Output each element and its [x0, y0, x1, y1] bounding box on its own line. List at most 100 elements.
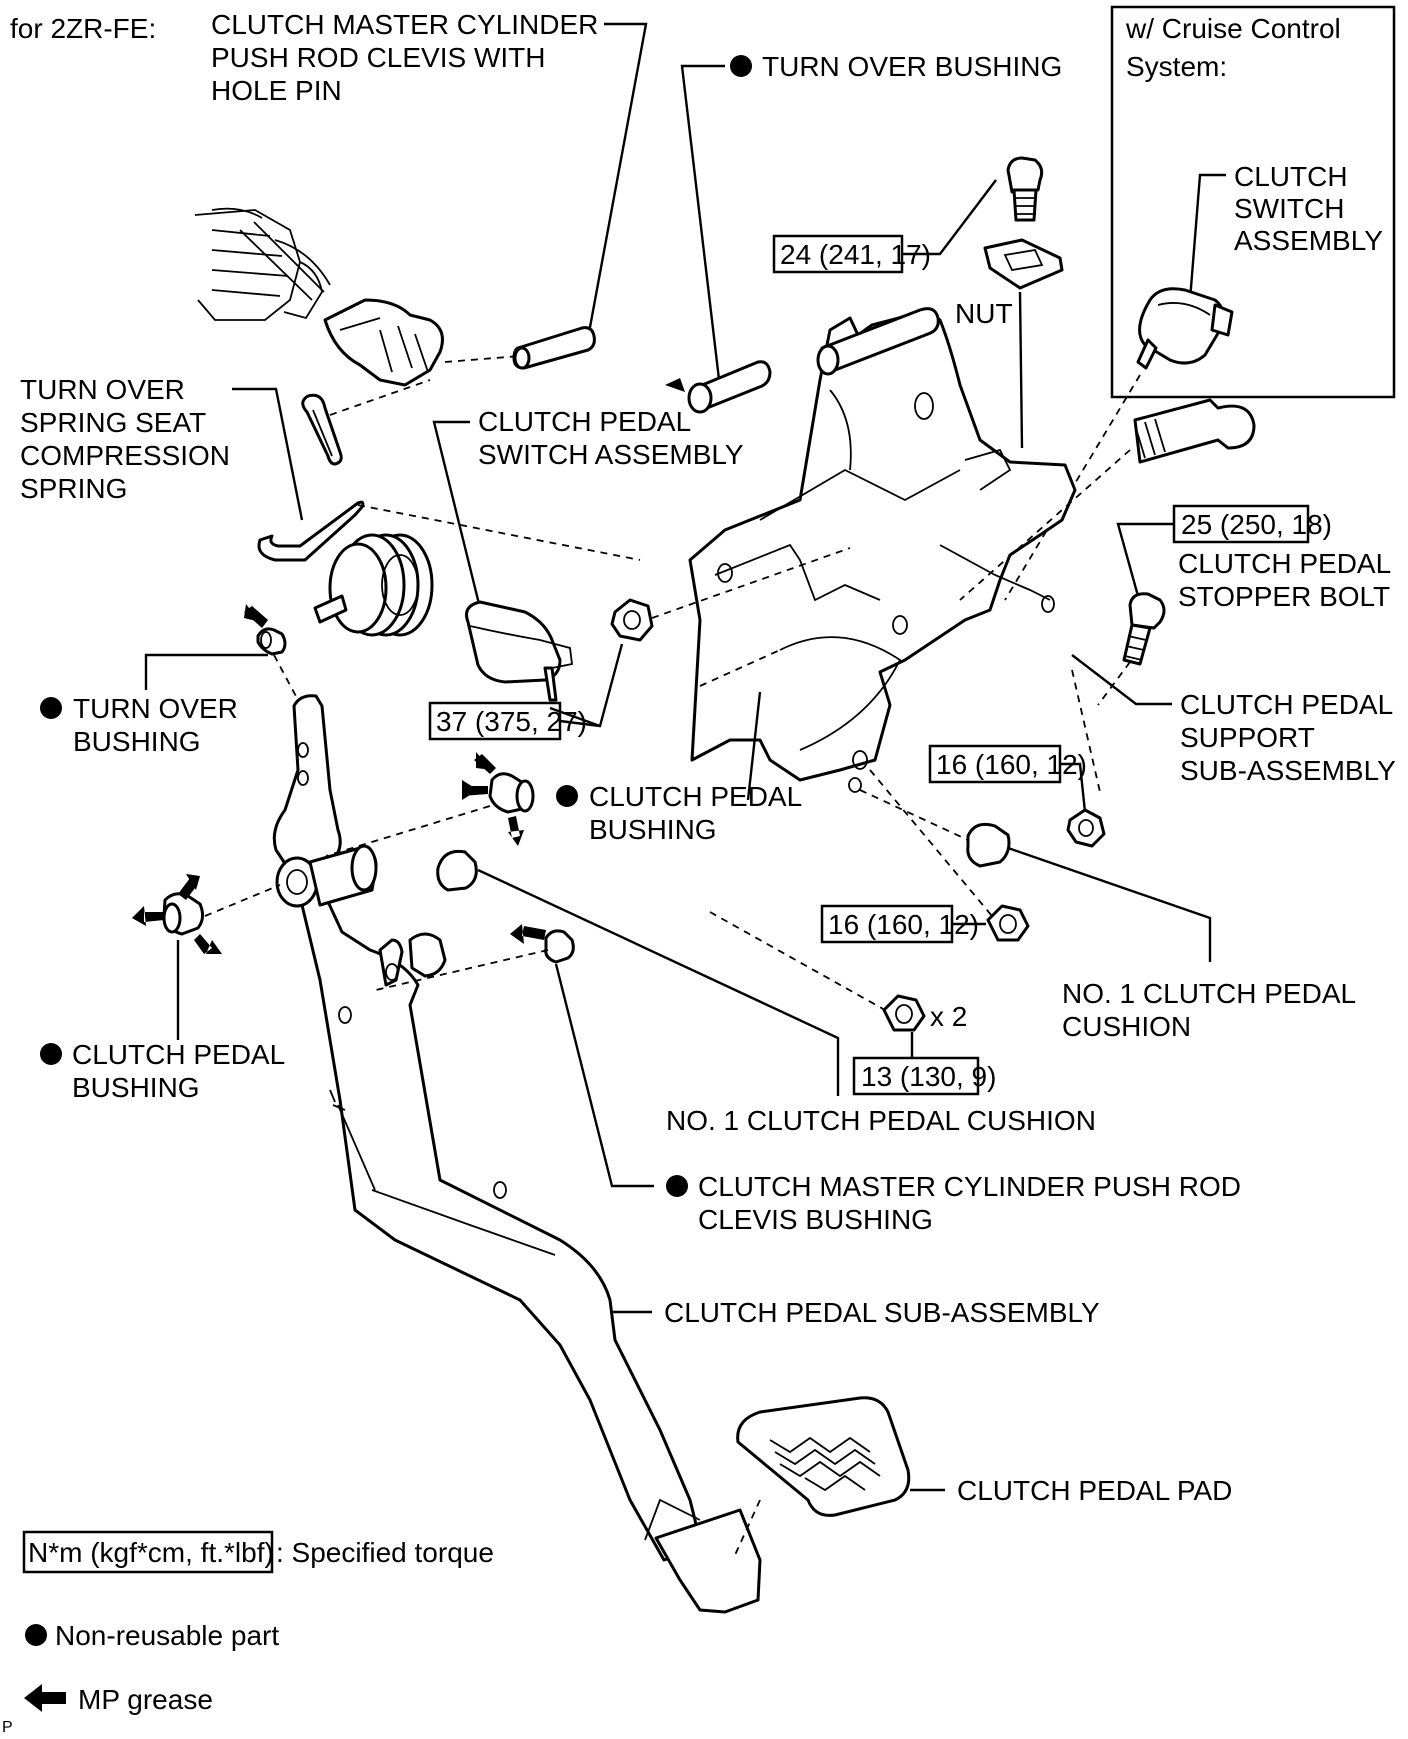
- support-long-bolt: [1133, 398, 1256, 464]
- spring-leader: [232, 387, 304, 521]
- grease-arrow-left-bushing: [244, 604, 268, 628]
- grease-arrow-clevis: [510, 924, 546, 944]
- left-bushing-2-dashline: [204, 884, 281, 917]
- turn-over-bushing-top-leader: [680, 64, 725, 389]
- nut-label: NUT: [955, 298, 1013, 329]
- clevis-pin-label-1: CLUTCH MASTER CYLINDER: [211, 9, 598, 40]
- pedal-switch-leader: [432, 420, 482, 609]
- spring-label-4: SPRING: [20, 473, 127, 504]
- no1-clutch-pedal-cushion-left: [436, 849, 478, 892]
- turn-over-bushing-left-leader: [144, 653, 268, 690]
- spring-dashline: [357, 504, 641, 561]
- pad-dashline: [734, 1499, 761, 1556]
- torque-box-13: [852, 1056, 980, 1096]
- mid-bushing-dashline: [325, 805, 491, 857]
- torque-13: 13 (130, 9): [861, 1061, 996, 1092]
- clutch-pedal-stopper-bolt: [1122, 592, 1166, 666]
- non-reusable-marker: [666, 1175, 688, 1197]
- torque-box-37: [428, 701, 562, 741]
- legend-grease-arrow-icon: [24, 1684, 66, 1712]
- torque-25-leader: [1116, 522, 1174, 597]
- stopper-dashline: [1097, 661, 1131, 706]
- legend-torque-units: N*m (kgf*cm, ft.*lbf): [28, 1537, 274, 1568]
- support-label-2: SUPPORT: [1180, 722, 1315, 753]
- cushion-right-dashline: [859, 789, 969, 841]
- clutch-pedal-sub-assembly: [272, 694, 702, 1562]
- inset-switch-label-3: ASSEMBLY: [1234, 225, 1383, 256]
- support-leader: [1071, 654, 1172, 706]
- quantity-label: x 2: [930, 1001, 967, 1032]
- grease-arrow-mid-c: [508, 816, 524, 846]
- torque-box-24: [772, 234, 904, 274]
- non-reusable-marker: [40, 1043, 62, 1065]
- clevis-pin-leader: [586, 22, 648, 339]
- clevis-pin: [512, 326, 596, 370]
- pedal-bushing-mid-label-2: BUSHING: [589, 814, 717, 845]
- master-cylinder-pushrod: [194, 207, 444, 387]
- grease-arrow-left-c: [194, 934, 222, 954]
- turn-over-bushing-left-label-1: TURN OVER: [73, 693, 238, 724]
- support-nut-a: [1066, 808, 1106, 848]
- clutch-pedal-support-sub-assembly: [688, 308, 1077, 793]
- cushion-right-label-2: CUSHION: [1062, 1011, 1191, 1042]
- grease-arrow-mid-b: [462, 780, 488, 800]
- support-nut-b: [986, 904, 1030, 942]
- clevis-pin-label-3: HOLE PIN: [211, 75, 342, 106]
- switch-lock-nut: [610, 598, 654, 642]
- stopper-bolt-label-2: STOPPER BOLT: [1178, 581, 1390, 612]
- inset-title-1: w/ Cruise Control: [1125, 13, 1341, 44]
- spring-label-2: SPRING SEAT: [20, 407, 206, 438]
- non-reusable-marker: [730, 55, 752, 77]
- support-bolt-dashline: [699, 649, 781, 687]
- cushion-bottom-leader: [477, 868, 840, 1096]
- turn-over-bushing-left-label-2: BUSHING: [73, 726, 201, 757]
- grease-arrow-left-a: [178, 874, 200, 900]
- torque-16a-leader: [1060, 762, 1087, 813]
- inset-switch-label-1: CLUTCH: [1234, 161, 1348, 192]
- clutch-pedal-bushing-mid: [488, 772, 535, 814]
- clevis-bushing-label-1: CLUTCH MASTER CYLINDER PUSH ROD: [698, 1171, 1241, 1202]
- clutch-pedal-switch-assembly: [465, 600, 573, 702]
- turn-over-bushing-left: [256, 627, 287, 656]
- spring-label-3: COMPRESSION: [20, 440, 230, 471]
- clevis-bushing-leader: [554, 963, 654, 1188]
- cushion-right-leader: [1007, 846, 1212, 962]
- turn-over-spring-seat-compression-spring: [257, 500, 434, 637]
- pedal-bushing-mid-label-1: CLUTCH PEDAL: [589, 781, 802, 812]
- clevis-bushing-dashline: [375, 949, 549, 991]
- bracket-bolt: [1006, 156, 1044, 222]
- stopper-bolt-label-1: CLUTCH PEDAL: [1178, 548, 1391, 579]
- pedal-pad-label: CLUTCH PEDAL PAD: [957, 1475, 1232, 1506]
- nut-b-dashline: [869, 769, 993, 917]
- nut-a-dashline: [1071, 669, 1101, 793]
- turn-over-bushing-top: [665, 360, 772, 414]
- non-reusable-marker: [556, 785, 578, 807]
- pedal-switch-label-1: CLUTCH PEDAL: [478, 406, 691, 437]
- clevis-bushing: [544, 929, 575, 964]
- clip-dashline: [329, 379, 431, 416]
- hole-pin-clip: [301, 393, 343, 466]
- torque-box-16b: [820, 904, 954, 944]
- legend-grease-text: MP grease: [78, 1684, 213, 1715]
- lock-nut-dashline: [651, 547, 851, 619]
- support-pin: [816, 307, 940, 376]
- grease-arrow-left-b: [132, 906, 164, 926]
- pedal-nut-x2: [882, 994, 926, 1032]
- bracket-nut: [983, 238, 1064, 290]
- pedal-bushing-left-label-1: CLUTCH PEDAL: [72, 1039, 285, 1070]
- turn-over-bushing-top-label: TURN OVER BUSHING: [762, 51, 1062, 82]
- legend-non-reusable-text: Non-reusable part: [55, 1620, 279, 1651]
- inset-title-2: System:: [1126, 51, 1227, 82]
- engine-label: for 2ZR-FE:: [10, 13, 156, 44]
- support-label-1: CLUTCH PEDAL: [1180, 689, 1393, 720]
- torque-24-leader: [902, 179, 997, 256]
- clevis-pin-label-2: PUSH ROD CLEVIS WITH: [211, 42, 545, 73]
- non-reusable-marker: [40, 697, 62, 719]
- long-bolt-dashline: [959, 449, 1131, 601]
- legend-torque-text: : Specified torque: [276, 1537, 494, 1568]
- support-label-3: SUB-ASSEMBLY: [1180, 755, 1396, 786]
- pedal-switch-label-2: SWITCH ASSEMBLY: [478, 439, 744, 470]
- inset-switch-label-2: SWITCH: [1234, 193, 1344, 224]
- torque-box-25: [1172, 504, 1310, 544]
